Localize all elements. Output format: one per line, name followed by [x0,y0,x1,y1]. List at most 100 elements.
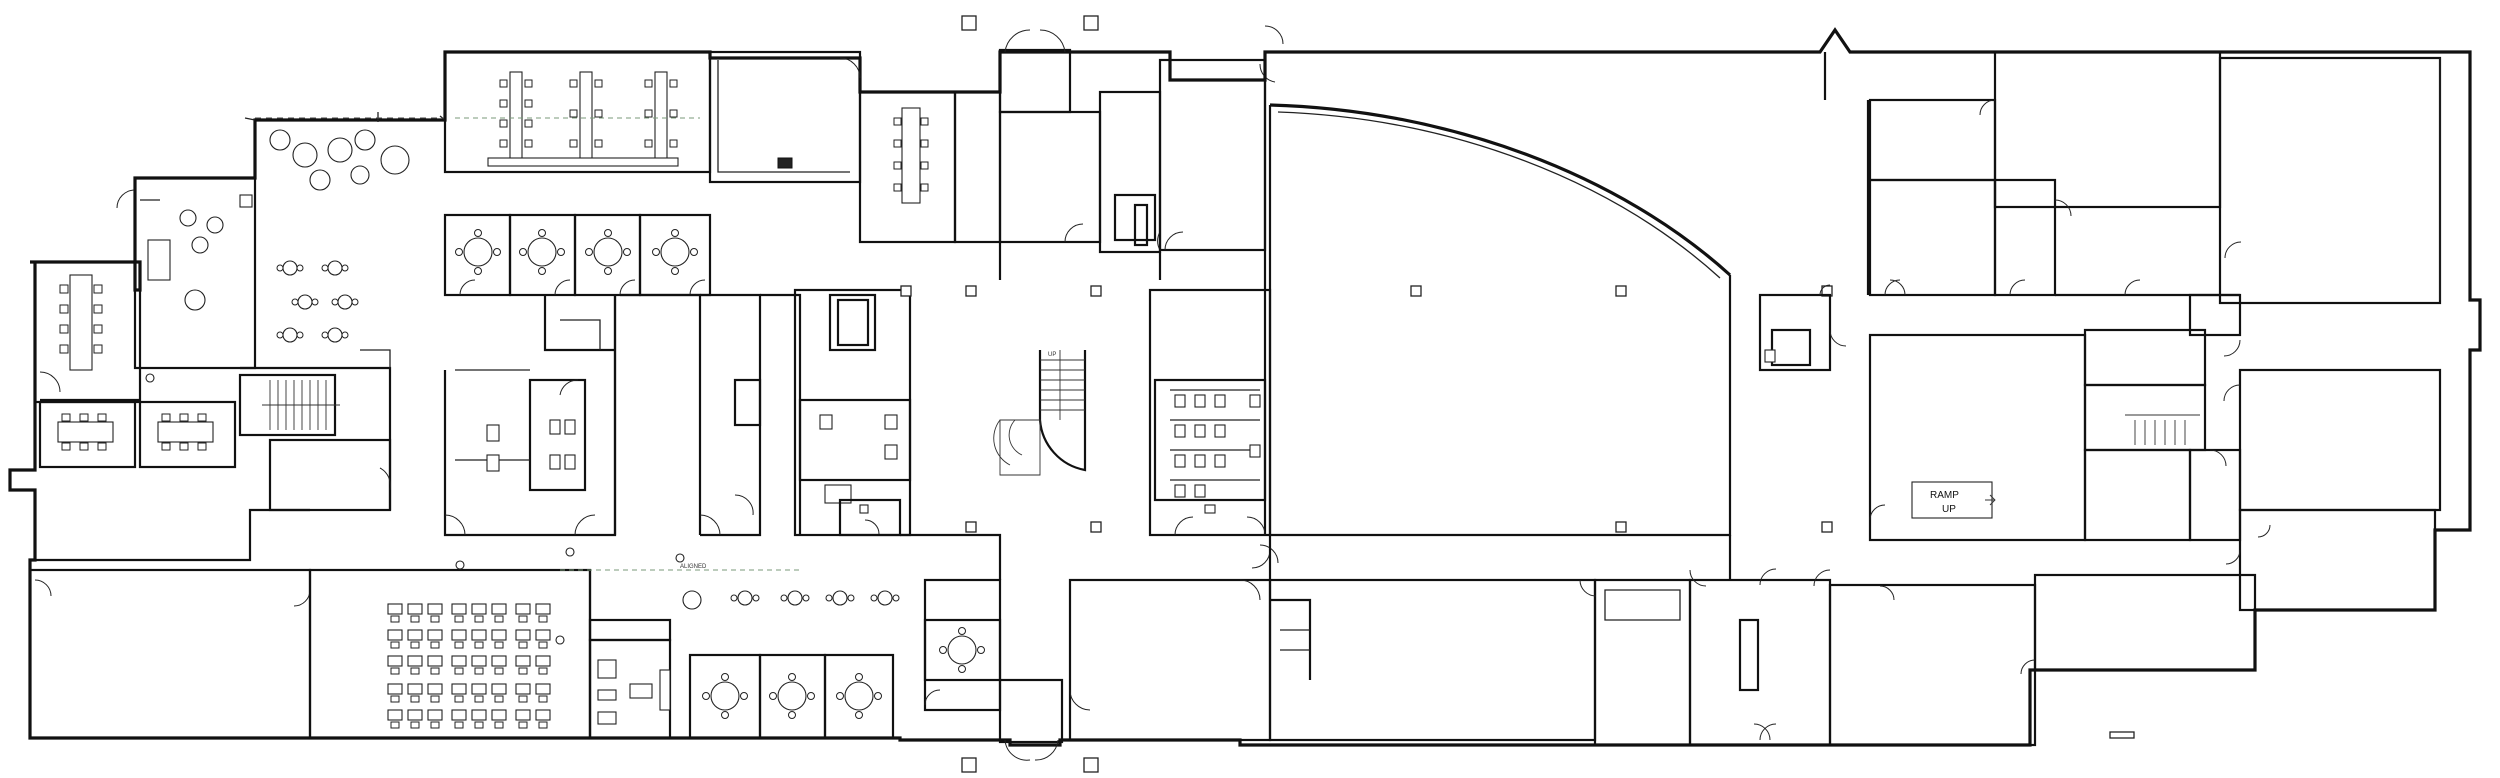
classroom-chair [474,667,484,675]
classroom-desk [451,629,467,641]
classroom-desk [491,683,507,695]
classroom-desk [451,603,467,615]
south-central-rooms [1068,544,1597,742]
alignment-note: ALIGNED [680,564,707,570]
classroom-chair [454,641,464,649]
classroom-desk [515,655,531,667]
classroom-desk [471,709,487,721]
classroom-chair [410,615,420,623]
classroom-desk [471,629,487,641]
ramp-sign-line1: RAMP [1930,490,1959,501]
workstation-chairs-north [487,79,679,167]
classroom-desk [451,655,467,667]
classroom-chair [410,721,420,729]
classroom-chair [454,721,464,729]
corridor-walls [900,52,2271,741]
classroom-chair [474,615,484,623]
south-vestibule [961,678,1099,773]
cafe-tables-south [682,590,900,610]
classroom-desk [427,603,443,615]
classroom-desk [535,603,551,615]
restroom-east [1148,25,1284,569]
round-tables-north [463,237,690,267]
conference-table-west [59,274,103,371]
classroom-chair [430,641,440,649]
exterior-walls [8,27,2482,747]
classroom-chair [538,615,548,623]
shaft-east [793,288,912,537]
classroom-desk [471,683,487,695]
classroom-desk [427,655,443,667]
classroom-desk [387,629,403,641]
meeting-table-b [157,413,214,451]
classroom-desk [491,655,507,667]
kitchenette [708,50,862,184]
classroom-chair [518,641,528,649]
central-restroom-core [443,295,617,537]
classroom-desk [471,603,487,615]
lounge-furniture [147,112,446,311]
classroom-chair [390,641,400,649]
classroom-chair [410,695,420,703]
classroom-desk [491,603,507,615]
classroom-chair [494,667,504,675]
classroom-chair [518,615,528,623]
round-table-room-southeast [923,578,1002,712]
classroom-chair [454,667,464,675]
classroom-chair [494,615,504,623]
classroom-desk [387,603,403,615]
janitor-shaft [560,293,702,535]
west-wing-rooms [33,176,257,469]
classroom-desk [471,655,487,667]
classroom-chair [430,615,440,623]
classroom-desk [451,709,467,721]
classroom-desk [515,603,531,615]
stair-up-marker: UP [1048,352,1056,358]
classroom-chair [430,667,440,675]
columns-grid [900,285,1833,533]
east-rooms-south [1593,508,2437,747]
elevator-core [699,293,802,537]
classroom-chair [390,695,400,703]
east-small-room [1758,284,1832,372]
classroom-desk [427,709,443,721]
classroom-chair [474,721,484,729]
classroom-desk [535,683,551,695]
north-vestibule [961,15,1099,114]
classroom-desk [535,709,551,721]
classroom-desk [451,683,467,695]
classroom-chair [518,667,528,675]
people-symbols [145,373,685,645]
classroom-desk [407,629,423,641]
classroom-chair [430,721,440,729]
classroom-chair [518,695,528,703]
classroom-chair [430,695,440,703]
cafe-tables [276,260,359,343]
classroom-desk [515,629,531,641]
classroom-desk [491,629,507,641]
east-rooms-north [1868,50,2442,305]
round-table-rooms-south [688,653,895,740]
round-table-chairs-north [455,229,698,275]
reception-area [597,659,671,725]
classroom-chair [538,721,548,729]
central-stair: UP [993,350,1087,476]
classroom-desk [387,709,403,721]
classroom-chair [518,721,528,729]
classroom-chair [538,667,548,675]
central-hall [1263,80,1732,537]
north-middle-rooms [858,58,1276,254]
classroom-chair [474,641,484,649]
classroom-chair [538,641,548,649]
round-table-rooms-north [443,213,712,297]
classroom-desk [427,683,443,695]
classroom-chair [454,615,464,623]
classroom-chair [390,667,400,675]
classroom-chair [494,721,504,729]
classroom-desk [491,709,507,721]
classroom-chair [410,641,420,649]
ramp-sign-line2: UP [1942,504,1956,515]
classroom-chair [454,695,464,703]
classroom-chair [474,695,484,703]
